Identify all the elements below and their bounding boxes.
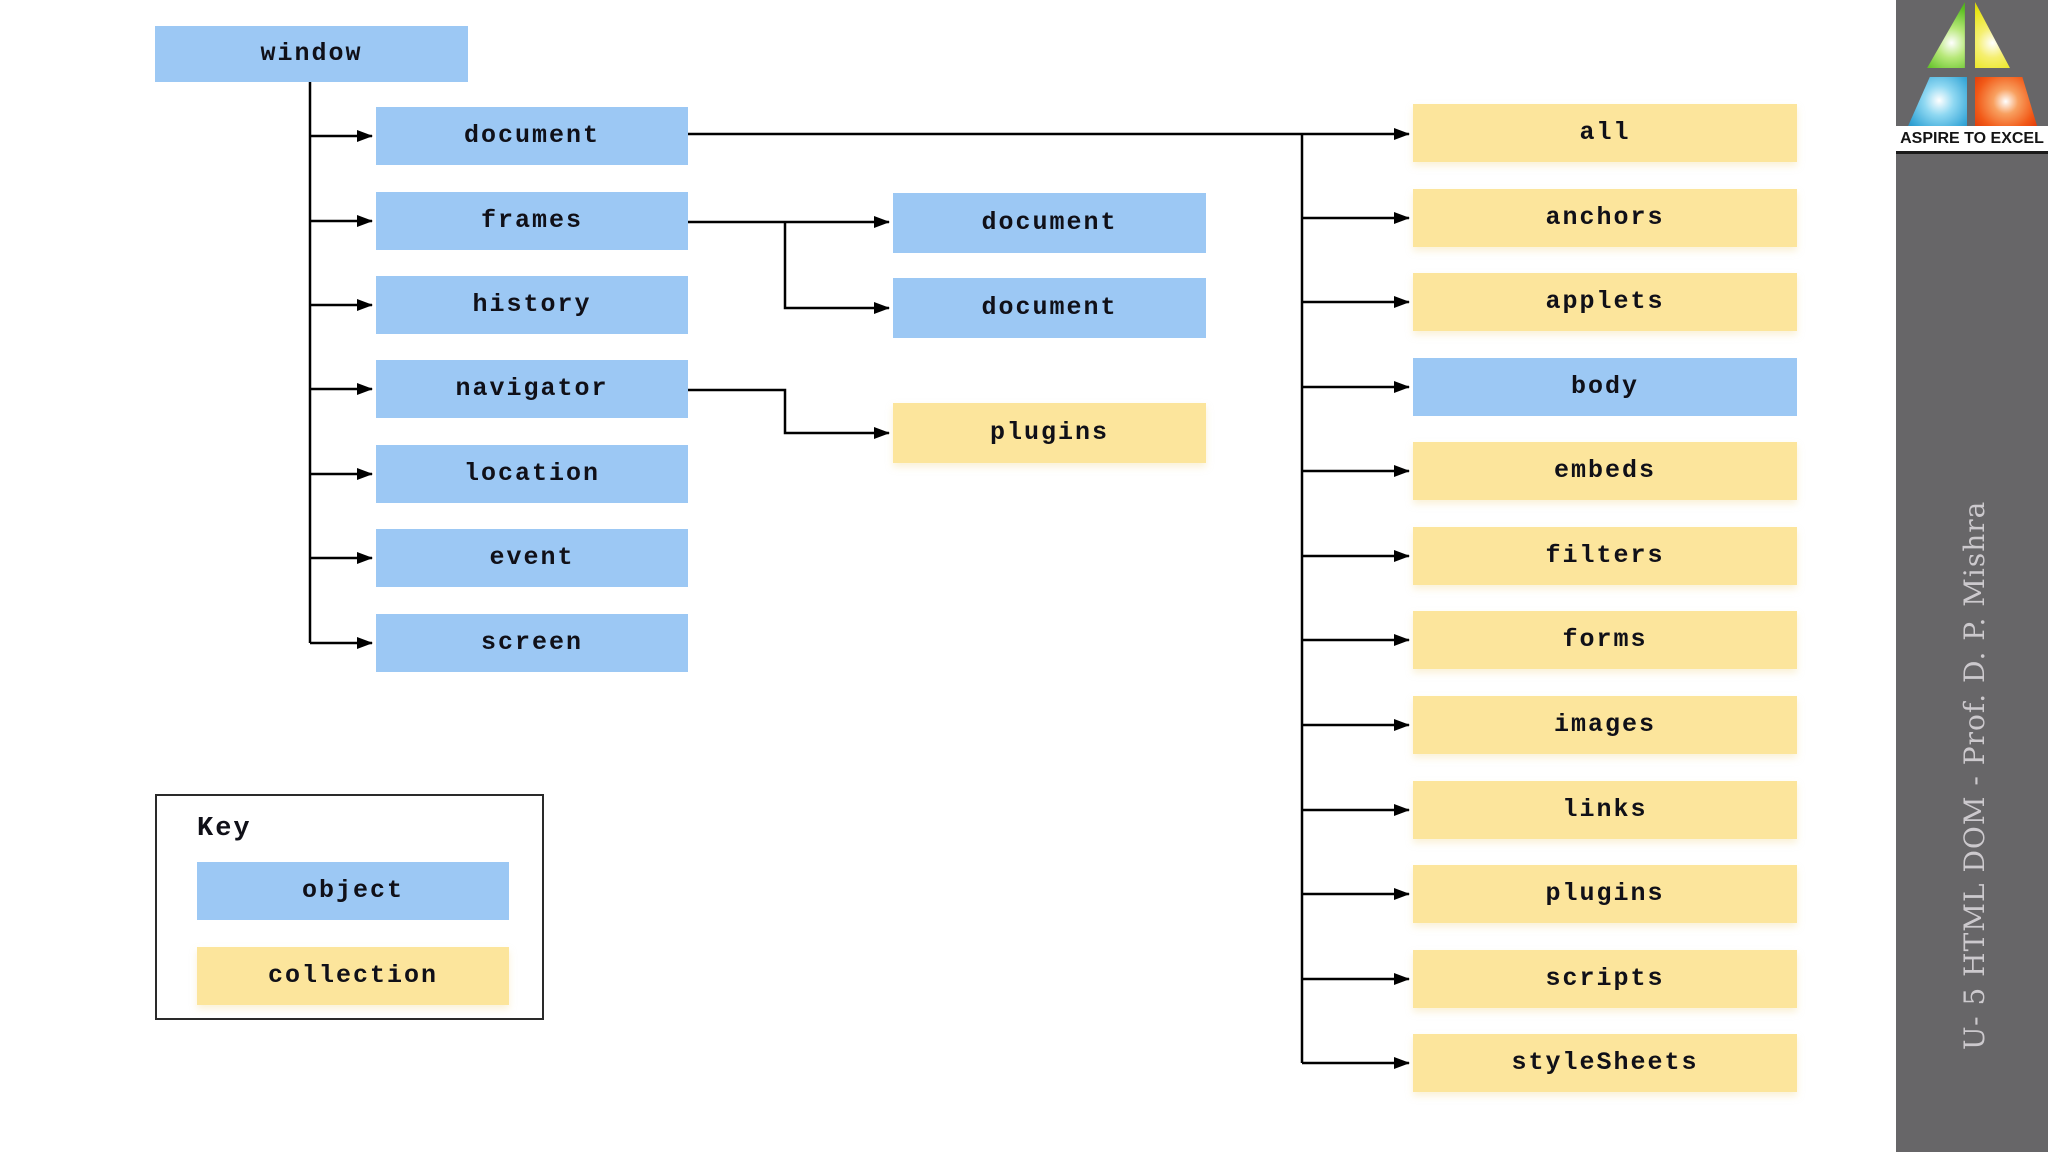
sidebar [1896, 0, 2048, 1152]
node-applets: applets [1413, 273, 1797, 331]
node-frame-document-1: document [893, 193, 1206, 253]
node-history: history [376, 276, 688, 334]
node-frames: frames [376, 192, 688, 250]
node-stylesheets: styleSheets [1413, 1034, 1797, 1092]
node-images: images [1413, 696, 1797, 754]
node-location: location [376, 445, 688, 503]
node-body: body [1413, 358, 1797, 416]
node-embeds: embeds [1413, 442, 1797, 500]
vertical-credit-text: U- 5 HTML DOM - Prof. D. P. Mishra [1958, 500, 1991, 1050]
logo-caption: ASPIRE TO EXCEL [1896, 126, 2048, 154]
node-screen: screen [376, 614, 688, 672]
node-links: links [1413, 781, 1797, 839]
key-object-swatch: object [197, 862, 509, 920]
node-forms: forms [1413, 611, 1797, 669]
node-document: document [376, 107, 688, 165]
node-filters: filters [1413, 527, 1797, 585]
key-legend: Key object collection [155, 794, 544, 1020]
node-anchors: anchors [1413, 189, 1797, 247]
node-scripts: scripts [1413, 950, 1797, 1008]
node-window: window [155, 26, 468, 82]
node-navigator-plugins: plugins [893, 403, 1206, 463]
key-collection-swatch: collection [197, 947, 509, 1005]
node-all: all [1413, 104, 1797, 162]
node-event: event [376, 529, 688, 587]
node-navigator: navigator [376, 360, 688, 418]
key-title: Key [197, 814, 252, 844]
node-plugins: plugins [1413, 865, 1797, 923]
node-frame-document-2: document [893, 278, 1206, 338]
